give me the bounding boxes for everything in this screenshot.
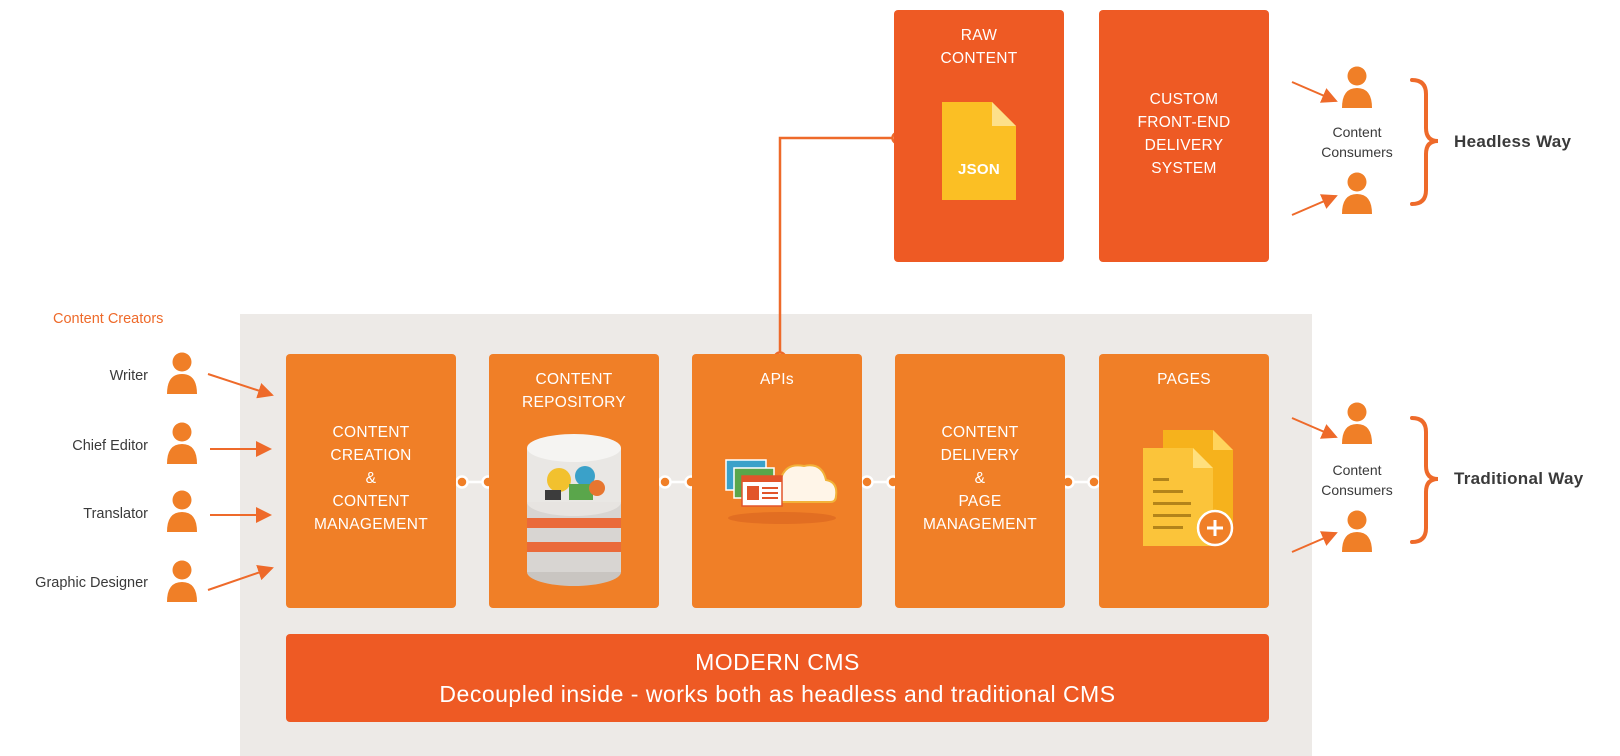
traditional-brace bbox=[1410, 416, 1439, 544]
translator-person-icon bbox=[167, 490, 197, 532]
box-apis: APIs bbox=[692, 354, 862, 608]
traditional-way-label: Traditional Way bbox=[1454, 469, 1584, 488]
box-content-repository-label: CONTENT REPOSITORY bbox=[521, 371, 627, 411]
cloud-windows-icon bbox=[725, 459, 838, 524]
box-custom-front-end-label: CUSTOM FRONT-END DELIVERY SYSTEM bbox=[1137, 91, 1231, 177]
traditional-consumer-icon-1 bbox=[1342, 402, 1372, 444]
box-content-delivery-label: CONTENT DELIVERY & PAGE MANAGEMENT bbox=[922, 424, 1038, 533]
json-file-label: JSON bbox=[957, 161, 1001, 178]
box-pages-label: PAGES bbox=[1157, 371, 1211, 388]
banner-subtitle: Decoupled inside - works both as headles… bbox=[439, 681, 1116, 707]
graphic-designer-person-icon bbox=[167, 560, 197, 602]
box-pages: PAGES bbox=[1099, 354, 1269, 608]
json-file-icon bbox=[942, 102, 1016, 200]
api-to-raw-content-line bbox=[778, 136, 898, 358]
box-raw-content-label: RAW CONTENT bbox=[940, 27, 1018, 67]
writer-person-icon bbox=[167, 352, 197, 394]
consumer-arrows bbox=[1291, 81, 1338, 553]
pages-document-icon bbox=[1143, 430, 1234, 547]
headless-consumer-icon-1 bbox=[1342, 66, 1372, 108]
banner-title: MODERN CMS bbox=[695, 649, 860, 675]
database-icon bbox=[527, 434, 621, 586]
role-chief-editor: Chief Editor bbox=[72, 438, 148, 454]
headless-consumers-label: Content Consumers bbox=[1321, 124, 1393, 160]
traditional-consumers-label: Content Consumers bbox=[1321, 462, 1393, 498]
role-writer: Writer bbox=[109, 368, 148, 384]
box-custom-front-end: CUSTOM FRONT-END DELIVERY SYSTEM bbox=[1099, 10, 1269, 262]
headless-brace bbox=[1410, 78, 1439, 206]
box-content-creation: CONTENT CREATION & CONTENT MANAGEMENT bbox=[286, 354, 456, 608]
role-graphic-designer: Graphic Designer bbox=[35, 575, 148, 591]
box-content-repository: CONTENT REPOSITORY bbox=[489, 354, 659, 608]
creator-arrows bbox=[207, 373, 274, 591]
headless-consumer-icon-2 bbox=[1342, 172, 1372, 214]
role-translator: Translator bbox=[83, 506, 148, 522]
traditional-consumer-icon-2 bbox=[1342, 510, 1372, 552]
headless-way-label: Headless Way bbox=[1454, 132, 1572, 151]
box-raw-content: RAW CONTENT JSON bbox=[894, 10, 1064, 262]
box-apis-label: APIs bbox=[760, 371, 794, 388]
content-creators-title: Content Creators bbox=[53, 311, 164, 327]
chief-editor-person-icon bbox=[167, 422, 197, 464]
modern-cms-banner: MODERN CMS Decoupled inside - works both… bbox=[286, 634, 1269, 722]
box-content-delivery: CONTENT DELIVERY & PAGE MANAGEMENT bbox=[895, 354, 1065, 608]
box-content-creation-label: CONTENT CREATION & CONTENT MANAGEMENT bbox=[313, 424, 429, 533]
